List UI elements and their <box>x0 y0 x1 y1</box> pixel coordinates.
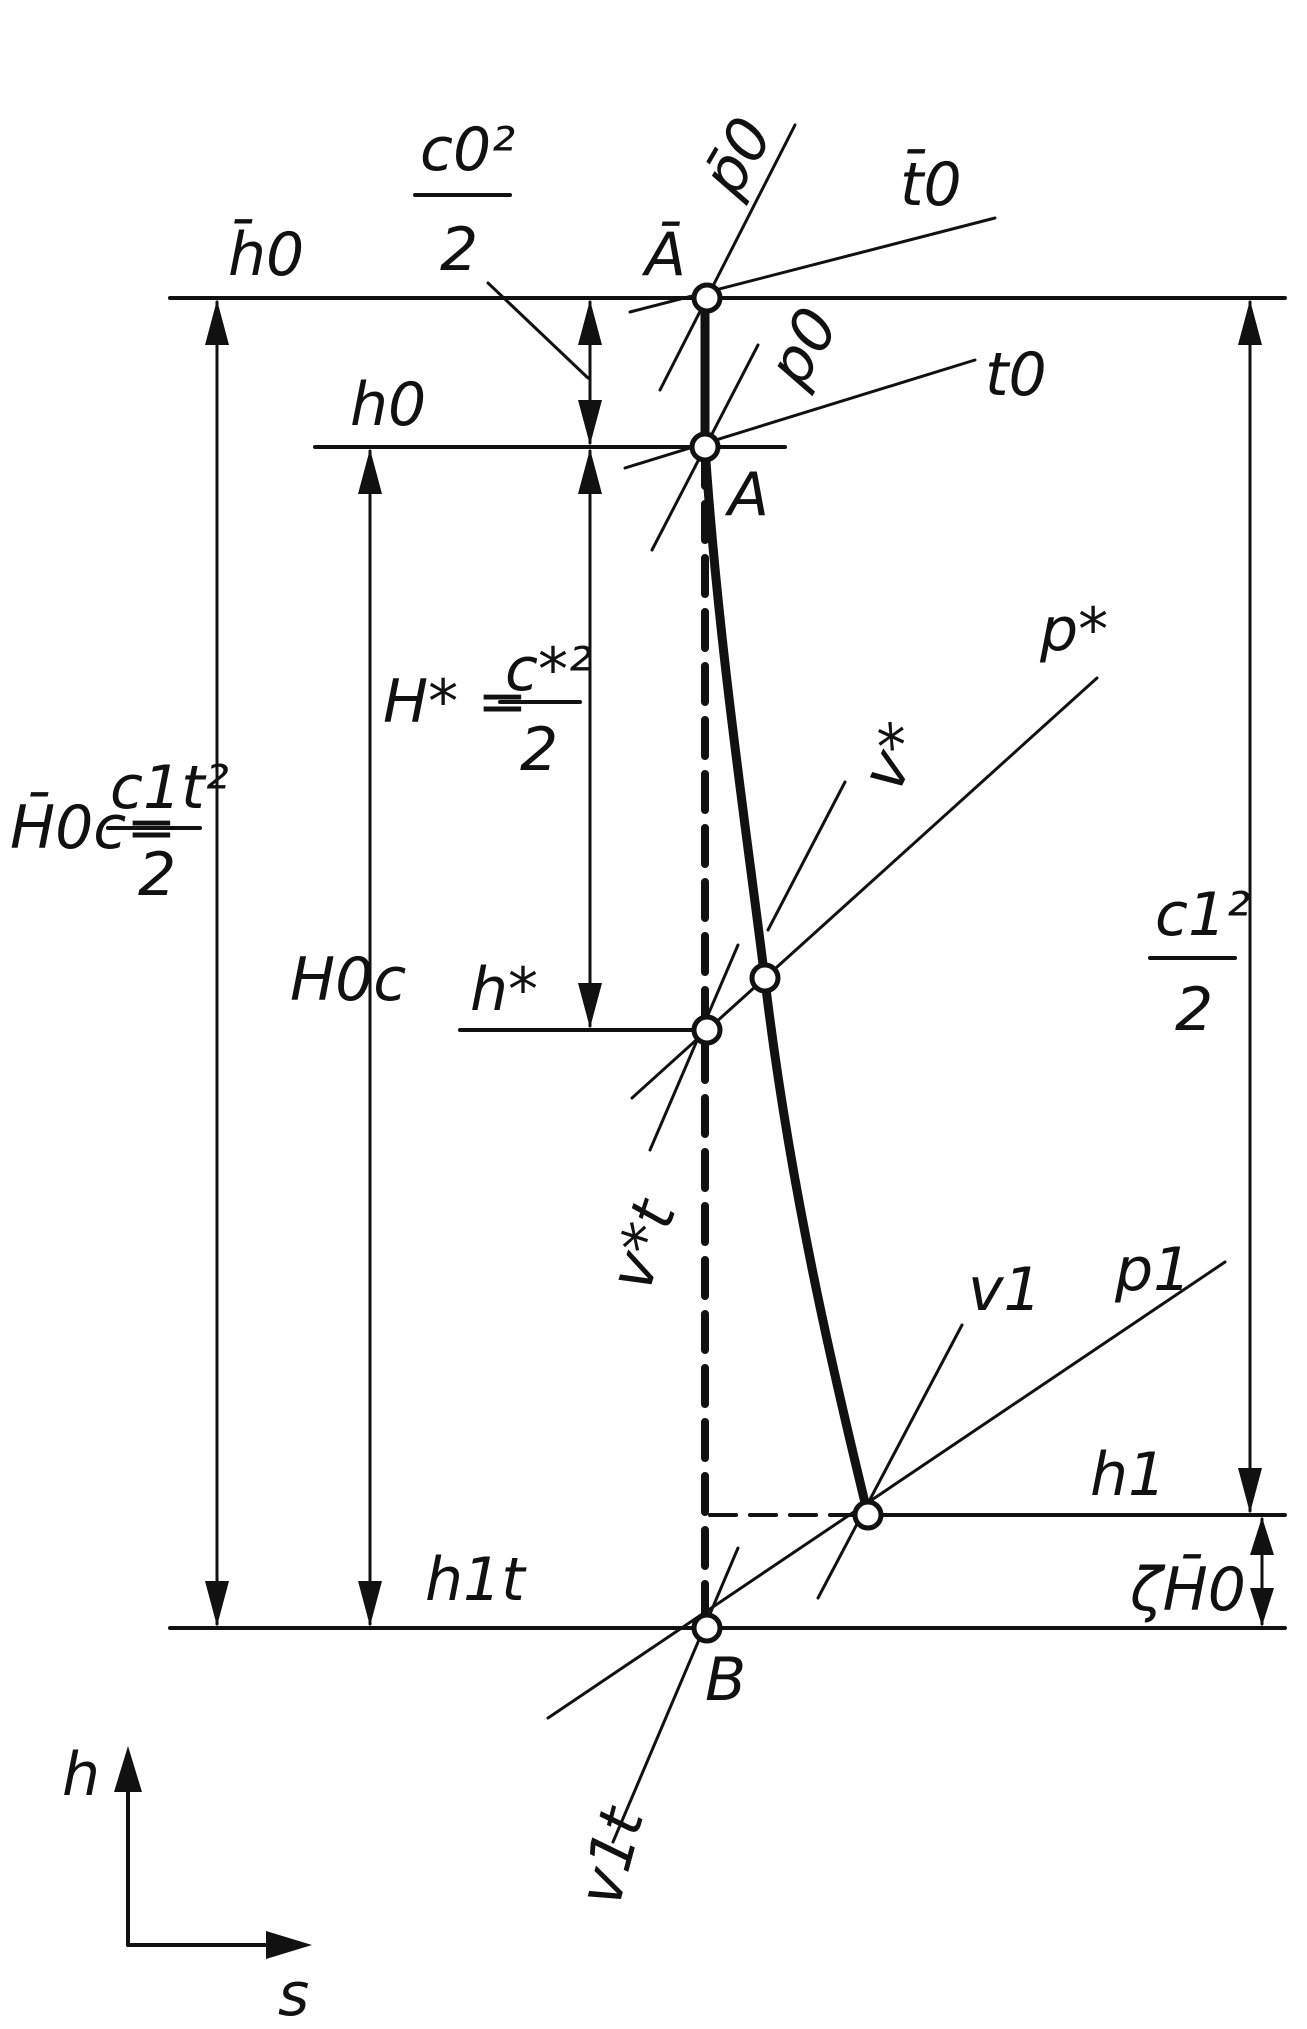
label-t0-bar: t̄0 <box>900 148 962 220</box>
point-star-isentropic <box>691 1014 723 1046</box>
isochore-v1t <box>611 1546 740 1844</box>
label-p-star: p* <box>1039 595 1108 665</box>
label-h0: h0 <box>350 370 426 440</box>
label-p0: p0 <box>754 296 853 398</box>
arrow-head <box>358 1581 382 1626</box>
arrow-head <box>1250 1588 1274 1626</box>
arrow-head <box>578 983 602 1028</box>
expansion-process-line <box>700 442 873 1520</box>
leader-c0 <box>486 281 590 380</box>
label-v1: v1 <box>968 1255 1042 1325</box>
label-v-star: v* <box>848 712 939 801</box>
point-A <box>689 431 721 463</box>
axis-s-arrow <box>266 1931 312 1959</box>
label-h-star: h* <box>470 955 538 1025</box>
label-A-bar: Ā <box>641 220 686 290</box>
label-p1: p1 <box>1114 1235 1191 1305</box>
axis-h-arrow <box>114 1746 142 1792</box>
arrow-head <box>578 400 602 445</box>
arrow-head <box>1250 1517 1274 1555</box>
point-B <box>691 1612 723 1644</box>
point-A-bar <box>691 282 723 314</box>
label-t0: t0 <box>985 340 1047 410</box>
isobar-p0-bar <box>658 123 797 392</box>
label-B: B <box>705 1645 746 1715</box>
label-axis-h: h <box>62 1740 100 1810</box>
label-H0c-bar-left: H̄0c= <box>10 791 177 863</box>
label-p0-bar: p̄0 <box>688 106 787 208</box>
label-c0-num: c0² <box>420 115 515 185</box>
isochore-v-star <box>766 780 847 932</box>
label-H0c-bar-num: c1t² <box>110 753 229 823</box>
label-H-star-den: 2 <box>520 715 558 785</box>
label-H-star-num: c*² <box>505 635 592 705</box>
label-H0c-bar-den: 2 <box>138 840 176 910</box>
point-star-actual <box>749 962 781 994</box>
label-H-star-left: H* = <box>383 667 527 737</box>
isotherm-t0-bar <box>628 216 997 314</box>
isotherm-t0 <box>623 358 977 470</box>
arrow-head <box>205 300 229 345</box>
label-zeta-H0: ζH̄0 <box>1129 1553 1246 1625</box>
label-A: A <box>724 460 769 530</box>
arrow-head <box>1238 1468 1262 1513</box>
arrow-head <box>578 300 602 345</box>
isochore-v-star-t <box>648 943 740 1152</box>
label-h1t: h1t <box>425 1545 527 1615</box>
label-c1-den: 2 <box>1175 975 1213 1045</box>
arrow-head <box>358 449 382 494</box>
label-c0-den: 2 <box>440 215 478 285</box>
label-v1t: v1t <box>565 1798 658 1912</box>
label-v-star-t: v*t <box>596 1190 691 1299</box>
arrow-head <box>578 449 602 494</box>
point-1 <box>852 1499 884 1531</box>
label-H0c: H0c <box>290 945 406 1015</box>
label-h0-bar: h̄0 <box>228 218 304 290</box>
isobar-p1 <box>546 1260 1227 1720</box>
arrow-head <box>1238 300 1262 345</box>
isochore-v1 <box>816 1323 964 1600</box>
label-c1-num: c1² <box>1155 880 1250 950</box>
arrow-head <box>205 1581 229 1626</box>
label-axis-s: s <box>278 1960 309 2029</box>
label-h1: h1 <box>1090 1440 1166 1510</box>
